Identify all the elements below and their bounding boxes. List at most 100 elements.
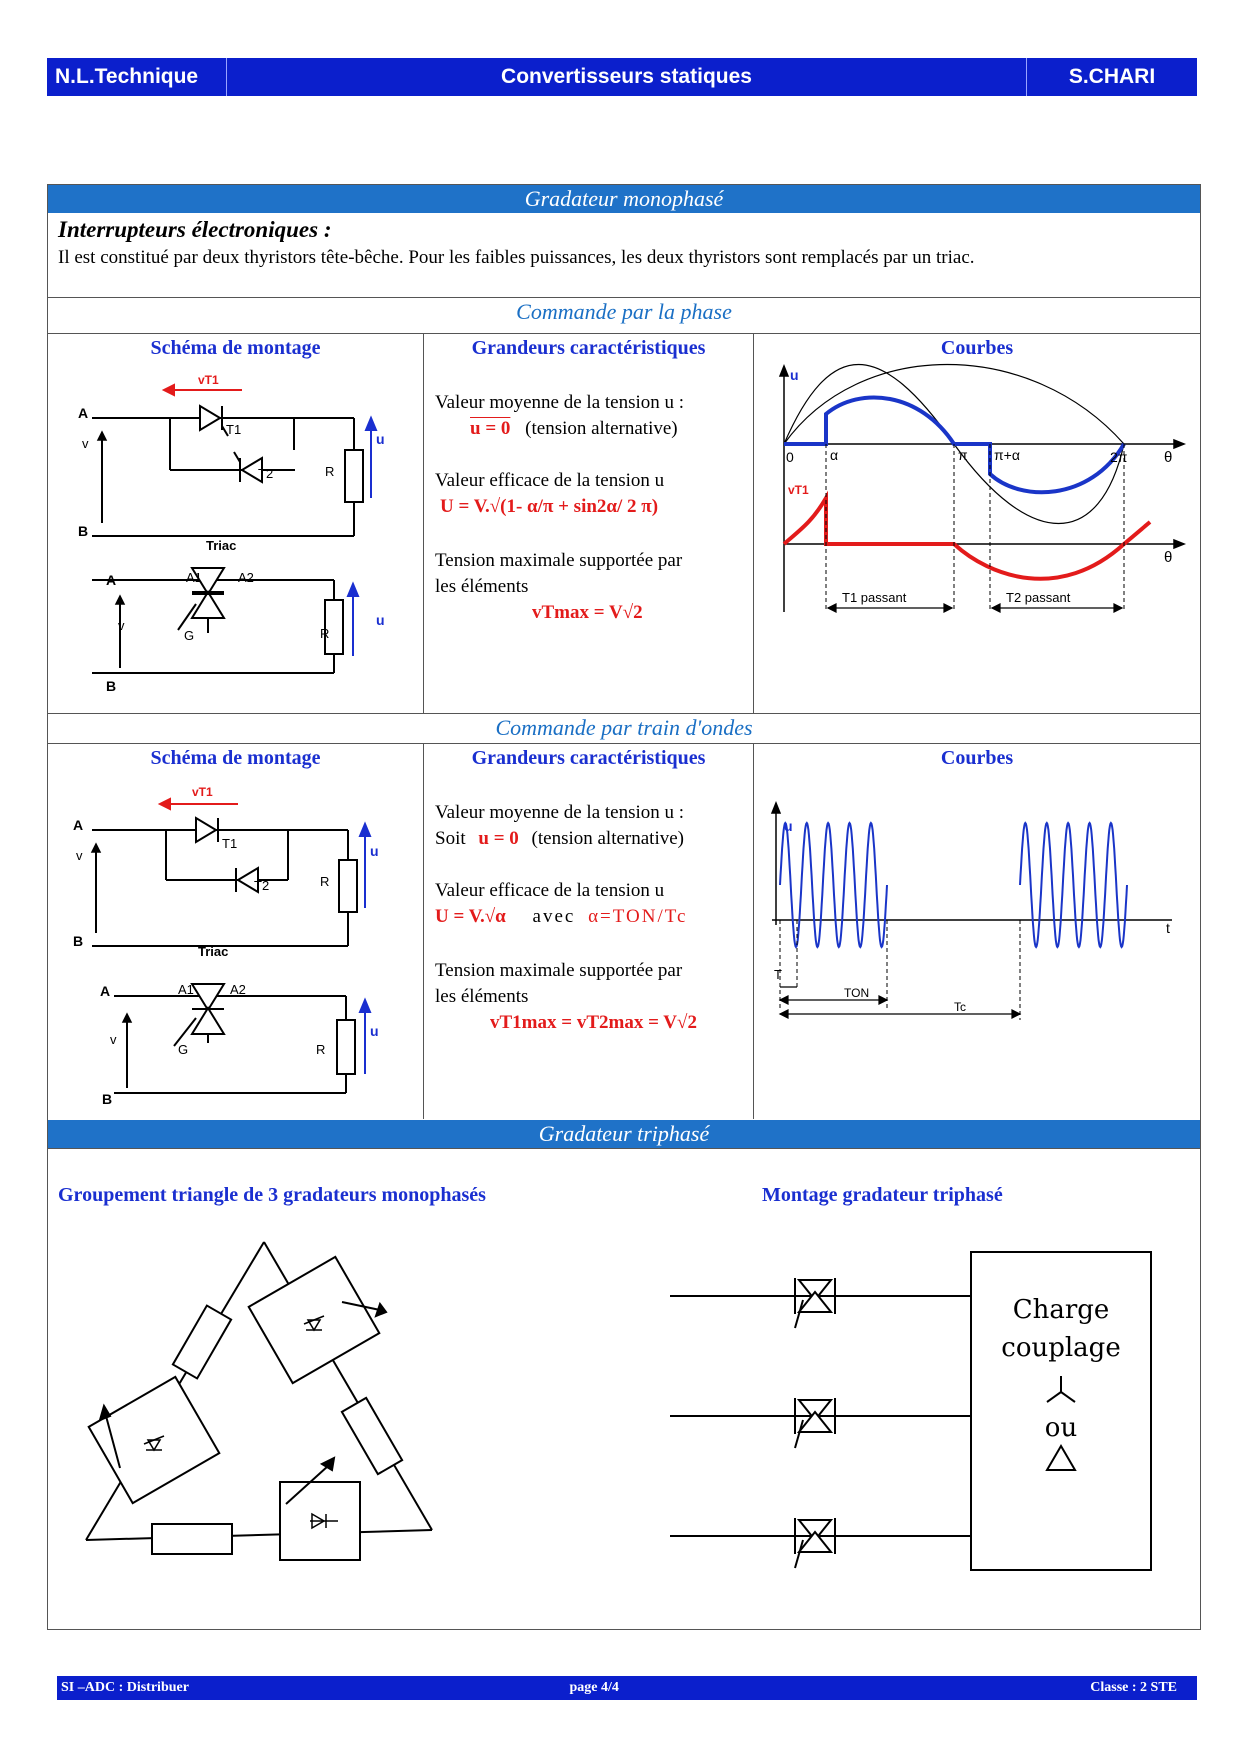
wave-burst-1	[779, 821, 888, 949]
train-col-courbes: Courbes	[940, 747, 1014, 769]
label-T1: T1	[226, 422, 241, 437]
label-B-triac: B	[106, 678, 116, 694]
train-label-A1: A1	[178, 982, 194, 997]
train-label-B: B	[73, 933, 83, 949]
label-A2: A2	[238, 570, 254, 585]
curve-label-theta-2: θ	[1164, 549, 1172, 566]
tri-right-title: Montage gradateur triphasé	[762, 1184, 1003, 1206]
curve-label-alpha: α	[830, 447, 838, 463]
intro-title: Interrupteurs électroniques :	[58, 217, 332, 242]
label-A1: A1	[186, 570, 202, 585]
label-v: v	[82, 436, 89, 451]
curve-label-2pi: 2π	[1110, 449, 1128, 465]
title-commande-phase: Commande par la phase	[516, 299, 732, 324]
train-l4-avec: avec	[532, 906, 576, 927]
train-label-u-triac: u	[370, 1023, 379, 1039]
couplage-label: couplage	[1001, 1333, 1120, 1363]
band-gradateur-triphase: Gradateur triphasé	[48, 1120, 1200, 1148]
label-A: A	[78, 405, 88, 421]
train-curve-label-t: t	[1166, 920, 1170, 936]
tri-left-title: Groupement triangle de 3 gradateurs mono…	[58, 1184, 486, 1206]
train-l1: Valeur moyenne de la tension u :	[435, 802, 685, 823]
header-left: N.L.Technique	[47, 58, 227, 96]
label-R: R	[325, 464, 334, 479]
train-label-G: G	[178, 1042, 188, 1057]
triangle-schematic	[85, 1241, 433, 1561]
curve-label-pi: π	[958, 447, 968, 463]
train-label-R: R	[320, 874, 329, 889]
train-label-T1: T1	[222, 836, 237, 851]
train-label-vT1: vT1	[192, 785, 213, 799]
train-label-A: A	[73, 817, 83, 833]
phase-l5: Tension maximale supportée par	[435, 550, 683, 571]
train-label-A-triac: A	[100, 983, 110, 999]
train-l2-rest: (tension alternative)	[531, 828, 684, 849]
train-curve-label-u: u	[784, 818, 793, 834]
footer-page: page 4/4	[569, 1680, 619, 1695]
wave-burst-2	[1019, 821, 1128, 949]
curve-label-zero: 0	[786, 449, 794, 465]
intro-text: Il est constitué par deux thyristors têt…	[58, 247, 975, 268]
train-label-v-triac: v	[110, 1032, 117, 1047]
charge-label: Charge	[1013, 1295, 1110, 1325]
schematic-train: A v B R u T1 T2 vT1 Triac A A1 A2 G v B …	[73, 785, 379, 1107]
train-label-u: u	[370, 843, 379, 859]
curve-label-vT1: vT1	[788, 483, 809, 497]
band-gradateur-monophase: Gradateur monophasé	[48, 185, 1200, 213]
curve-label-u: u	[790, 367, 799, 383]
train-label-R-triac: R	[316, 1042, 325, 1057]
train-label-B-triac: B	[102, 1091, 112, 1107]
train-curve-label-T: T	[774, 967, 782, 982]
star-symbol-icon	[1046, 1376, 1076, 1403]
train-label-v: v	[76, 848, 83, 863]
phase-l3: Valeur efficace de la tension u	[435, 470, 665, 491]
label-vT1: vT1	[198, 373, 219, 387]
train-curve-label-Tc: Tc	[954, 1000, 966, 1014]
ou-label: ou	[1045, 1413, 1077, 1443]
schematic-phase: A v B R u T1 T2 vT1 Triac A A1 A2 G v B …	[78, 373, 385, 694]
phase-l2-formula: u = 0	[470, 418, 511, 439]
train-col-schema: Schéma de montage	[150, 747, 321, 769]
label-G: G	[184, 628, 194, 643]
train-l5: Tension maximale supportée par	[435, 960, 683, 981]
header-title: Convertisseurs statiques	[227, 58, 1027, 96]
train-l3: Valeur efficace de la tension u	[435, 880, 665, 901]
train-label-T2: T2	[254, 878, 269, 893]
phase-col-grandeurs: Grandeurs caractéristiques	[471, 337, 706, 359]
train-curve-label-TON: TON	[844, 986, 869, 1000]
curve-label-t2-passant: T2 passant	[1006, 590, 1071, 605]
footer-right: Classe : 2 STE	[1090, 1680, 1177, 1695]
content-frame	[47, 184, 1201, 1630]
label-v-triac: v	[118, 618, 125, 633]
phase-col-courbes: Courbes	[940, 337, 1014, 359]
train-label-A2: A2	[230, 982, 246, 997]
phase-l1: Valeur moyenne de la tension u :	[435, 392, 685, 413]
train-l6: les éléments	[435, 986, 529, 1007]
page-footer: SI –ADC : Distribuer page 4/4 Classe : 2…	[57, 1676, 1197, 1700]
label-T2: T2	[258, 466, 273, 481]
curve-label-theta: θ	[1164, 449, 1172, 466]
train-l4-formula: U = V.√α	[435, 906, 506, 927]
phase-col-schema: Schéma de montage	[150, 337, 321, 359]
triphase-schematic: Charge couplage ou	[670, 1251, 1152, 1571]
header-author: S.CHARI	[1068, 65, 1156, 88]
train-l2-formula: u = 0	[478, 828, 519, 849]
phase-l4-formula: U = V.√(1- α/π + sin2α/ 2 π)	[440, 496, 659, 517]
curve-label-t1-passant: T1 passant	[842, 590, 907, 605]
curves-phase: u vT1 0 α π π+α 2π θ θ T1 passant T2 pas…	[778, 363, 1187, 613]
title-train-ondes: Commande par train d'ondes	[495, 715, 753, 740]
phase-l7-formula: vTmax = V√2	[532, 602, 643, 623]
label-B: B	[78, 523, 88, 539]
delta-symbol-icon	[1045, 1444, 1077, 1471]
train-l4-alpha: α=TON/Tc	[588, 906, 688, 927]
footer-left: SI –ADC : Distribuer	[61, 1680, 189, 1695]
curves-train: u t T TON Tc	[770, 800, 1172, 1020]
label-triac: Triac	[206, 538, 236, 553]
label-u: u	[376, 431, 385, 447]
train-l2-prefix: Soit	[435, 828, 466, 849]
train-l7-formula: vT1max = vT2max = V√2	[490, 1012, 697, 1033]
train-label-triac: Triac	[198, 944, 228, 959]
label-u-triac: u	[376, 612, 385, 628]
train-col-grandeurs: Grandeurs caractéristiques	[471, 747, 706, 769]
phase-l2-rest: (tension alternative)	[525, 418, 678, 439]
